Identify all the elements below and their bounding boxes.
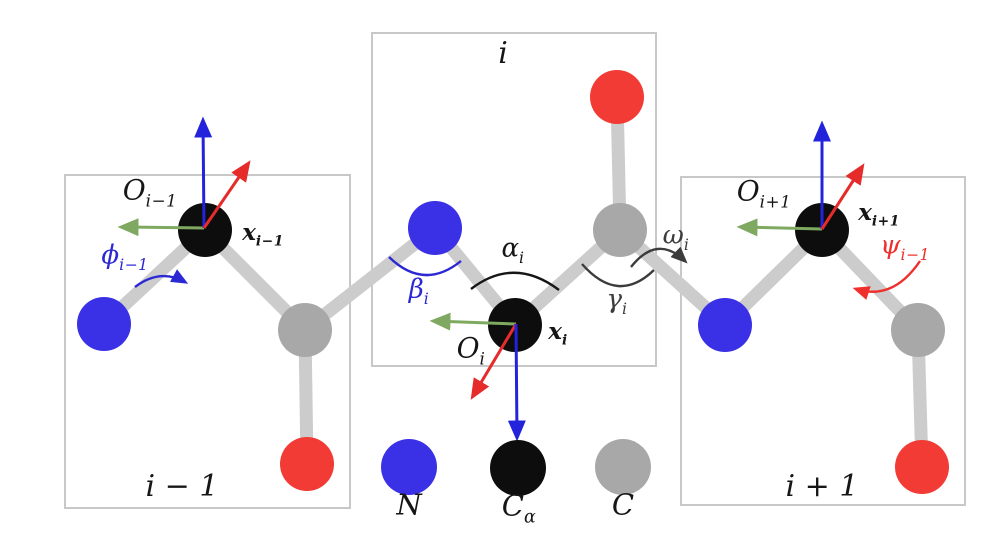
omega-angle-label: ωi (663, 223, 690, 254)
legend-nitrogen-label: N (396, 490, 421, 525)
frame-cur-blue-axis (507, 323, 526, 442)
legend-carbon-alpha-label: Cα (502, 491, 536, 526)
frame-origin-cur-label: Oi (456, 331, 486, 369)
atom-group (77, 70, 949, 494)
frame-origin-next-base: O (736, 174, 760, 208)
phi-base: ϕ (101, 240, 120, 271)
beta-angle-label: βi (409, 277, 430, 308)
gamma-base: γ (606, 284, 623, 315)
omega-torsion-arrow (630, 246, 688, 268)
frame-next-green-axis (736, 218, 823, 237)
frame-next (736, 120, 865, 237)
beta-angle-arc (388, 256, 462, 277)
frame-cur (429, 312, 526, 442)
frame-origin-next-sub: i+1 (759, 191, 792, 212)
psi-base: ψ (880, 230, 901, 261)
alpha-angle-arc (470, 271, 560, 291)
frame-origin-cur-base: O (456, 331, 480, 365)
frame-cur-green-axis (429, 312, 517, 331)
legend-atoms (381, 439, 651, 496)
frame-cur-red-axis (470, 323, 518, 400)
position-prev-base: x (242, 218, 256, 246)
atom-ca-next (795, 203, 849, 257)
position-next-base: x (858, 198, 872, 226)
atom-n-cur (408, 201, 462, 255)
frame-origin-prev-label: Oi−1 (122, 173, 178, 211)
atom-c-prev (278, 303, 332, 357)
frame-prev-red-axis (202, 160, 251, 229)
atom-c-cur (593, 203, 647, 257)
frame-next-red-axis (820, 163, 865, 230)
psi-torsion-arrow (852, 260, 921, 300)
beta-sub: i (423, 289, 430, 308)
residue-cur-label: i (498, 36, 508, 71)
legend-carbon-alpha-base: C (501, 488, 524, 523)
frame-prev (117, 116, 251, 237)
legend-carbon-alpha-sub: α (523, 507, 537, 528)
atom-n-prev (77, 297, 131, 351)
gamma-angle-arc (581, 263, 655, 288)
atom-o-next (895, 440, 949, 494)
angle-marks (134, 246, 921, 300)
phi-sub: i−1 (119, 255, 149, 274)
residue-prev-label: i − 1 (145, 469, 219, 504)
position-cur-sub: i (561, 332, 568, 349)
residue-box-prev (64, 174, 351, 509)
legend-carbon-base: C (611, 487, 635, 522)
atom-ca-prev (178, 203, 232, 257)
legend-nitrogen-base: N (396, 487, 422, 522)
phi-torsion-arrow (134, 269, 189, 288)
residue-next-label: i + 1 (785, 469, 859, 504)
frame-prev-blue-axis (194, 116, 213, 229)
bond-cprev-ncur (298, 221, 442, 337)
frame-origin-prev-sub: i−1 (145, 190, 178, 211)
bond-group (97, 90, 929, 474)
frame-prev-green-axis (117, 218, 205, 237)
residue-box-cur (371, 32, 657, 367)
omega-sub: i (683, 235, 690, 254)
atom-c-next (891, 303, 945, 357)
atom-n-next (698, 298, 752, 352)
legend-carbon-alpha-circle (490, 440, 546, 496)
gamma-angle-label: γi (606, 287, 627, 318)
position-cur-base: x (548, 317, 562, 345)
omega-base: ω (662, 220, 684, 251)
position-cur-label: xi (548, 320, 567, 348)
position-next-sub: i+1 (871, 213, 900, 230)
legend-carbon-circle (595, 439, 651, 495)
frame-origin-cur-sub: i (479, 348, 486, 369)
frame-origin-next-label: Oi+1 (736, 174, 792, 212)
legend-nitrogen-circle (381, 439, 437, 495)
psi-angle-label: ψi−1 (880, 233, 930, 264)
frame-origin-prev-base: O (122, 173, 146, 207)
atom-o-cur (590, 70, 644, 124)
beta-base: β (408, 274, 424, 305)
phi-angle-label: ϕi−1 (101, 243, 148, 274)
position-prev-sub: i−1 (255, 233, 284, 250)
alpha-base: α (501, 233, 520, 264)
alpha-angle-label: αi (501, 236, 524, 267)
alpha-sub: i (519, 248, 525, 267)
position-prev-label: xi−1 (242, 221, 284, 249)
legend-carbon-label: C (612, 490, 634, 525)
atom-o-prev (280, 437, 334, 491)
position-next-label: xi+1 (858, 201, 900, 229)
gamma-sub: i (622, 299, 628, 318)
psi-sub: i−1 (900, 245, 930, 264)
